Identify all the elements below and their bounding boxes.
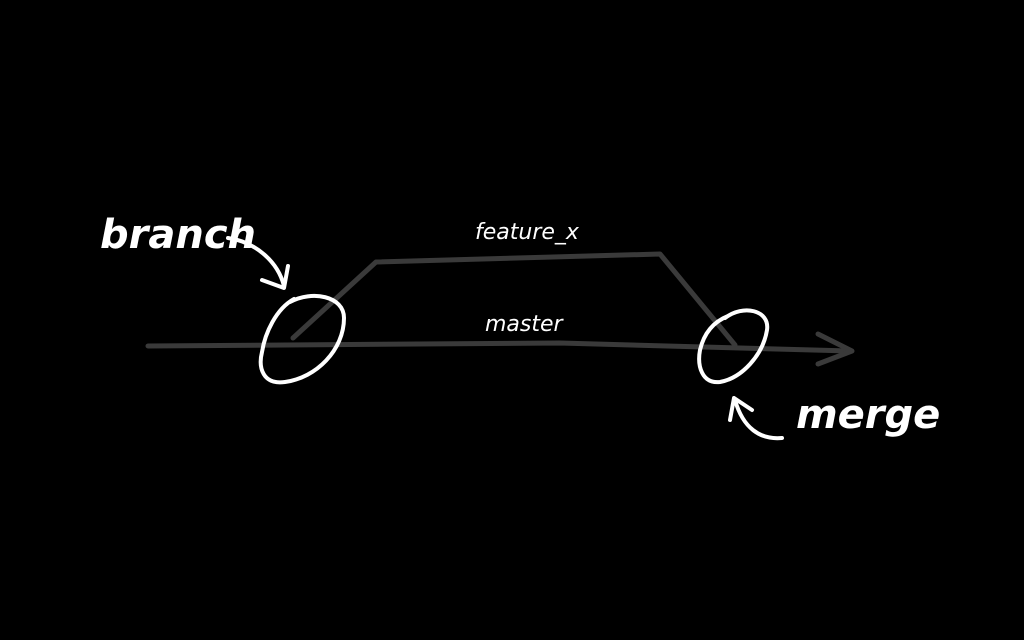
master-branch-label: master (485, 312, 565, 337)
branch-pointer-head (260, 264, 290, 290)
merge-pointer-head (728, 396, 754, 422)
branch-label: branch (100, 212, 256, 258)
merge-label: merge (796, 392, 940, 438)
merge-pointer-curved-arrow-icon (733, 398, 784, 441)
master-line (145, 340, 853, 354)
merge-circle-icon (697, 308, 770, 385)
branch-circle-icon (258, 293, 346, 385)
feature-branch-label: feature_x (475, 220, 580, 245)
branch-pointer-curved-arrow-icon (226, 236, 286, 288)
arrowhead-icon (815, 331, 855, 367)
